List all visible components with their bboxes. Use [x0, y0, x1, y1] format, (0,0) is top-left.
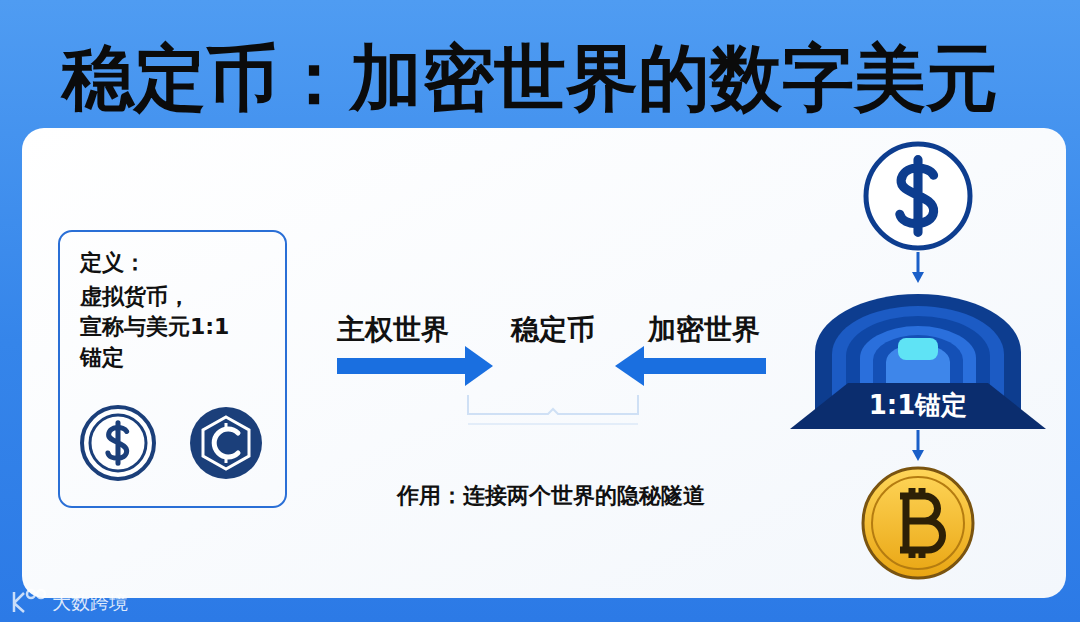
drawing-part [900, 160, 934, 233]
watermark-logo [14, 590, 45, 612]
definition-box: 定义： 虚拟货币， 宣称与美元1:1 锚定 [58, 230, 287, 508]
anchor-band: 1:1锚定 [790, 383, 1046, 429]
drawing-part [190, 407, 262, 479]
right-arrow [337, 346, 493, 386]
drawing-part [912, 272, 924, 283]
drawing-part [640, 358, 766, 374]
watermark: 大数跨境 [52, 590, 128, 616]
drawing-part [27, 590, 35, 598]
drawing-part [863, 468, 973, 578]
drawing-part [900, 488, 943, 558]
drawing-part [90, 415, 146, 471]
drawing-part [465, 346, 493, 386]
dollar-coin-icon [82, 407, 154, 479]
drawing-part [203, 417, 249, 469]
world-label: 主权世界 [337, 311, 449, 349]
drawing-part [14, 592, 24, 612]
title: 稳定币：加密世界的数字美元 [0, 40, 1060, 116]
drawing-part [912, 450, 924, 461]
center-label: 稳定币 [511, 311, 595, 349]
bracket [468, 395, 638, 414]
drawing-part [898, 338, 938, 360]
drawing-part [37, 590, 45, 598]
drawing-part [866, 144, 970, 248]
drawing-part [615, 346, 644, 386]
down-arrow [912, 252, 924, 283]
box-text: 虚拟货币， 宣称与美元1:1 锚定 [80, 282, 265, 374]
drawing-part [225, 423, 228, 463]
box-text: 1:1锚定 [869, 390, 968, 421]
drawing-part [337, 358, 469, 374]
drawing-part [917, 430, 920, 452]
stablecoin-icon [190, 407, 262, 479]
bitcoin-coin [863, 468, 973, 578]
world-label: 加密世界 [648, 311, 760, 349]
box-heading: 定义： [80, 248, 265, 278]
note-text: 作用：连接两个世界的隐秘隧道 [397, 481, 705, 511]
dollar-circle [866, 144, 970, 248]
panel [22, 128, 1066, 598]
trapezoid-fill [790, 383, 1046, 429]
drawing-part [872, 477, 964, 569]
drawing-part [900, 160, 934, 233]
down-arrow [912, 430, 924, 461]
drawing-part [917, 252, 920, 274]
left-arrow [615, 346, 766, 386]
bracket-shadow [468, 423, 638, 425]
drawing-part [214, 429, 238, 457]
drawing-part [82, 407, 154, 479]
drawing-part [108, 423, 127, 463]
drawing-part [108, 423, 127, 463]
